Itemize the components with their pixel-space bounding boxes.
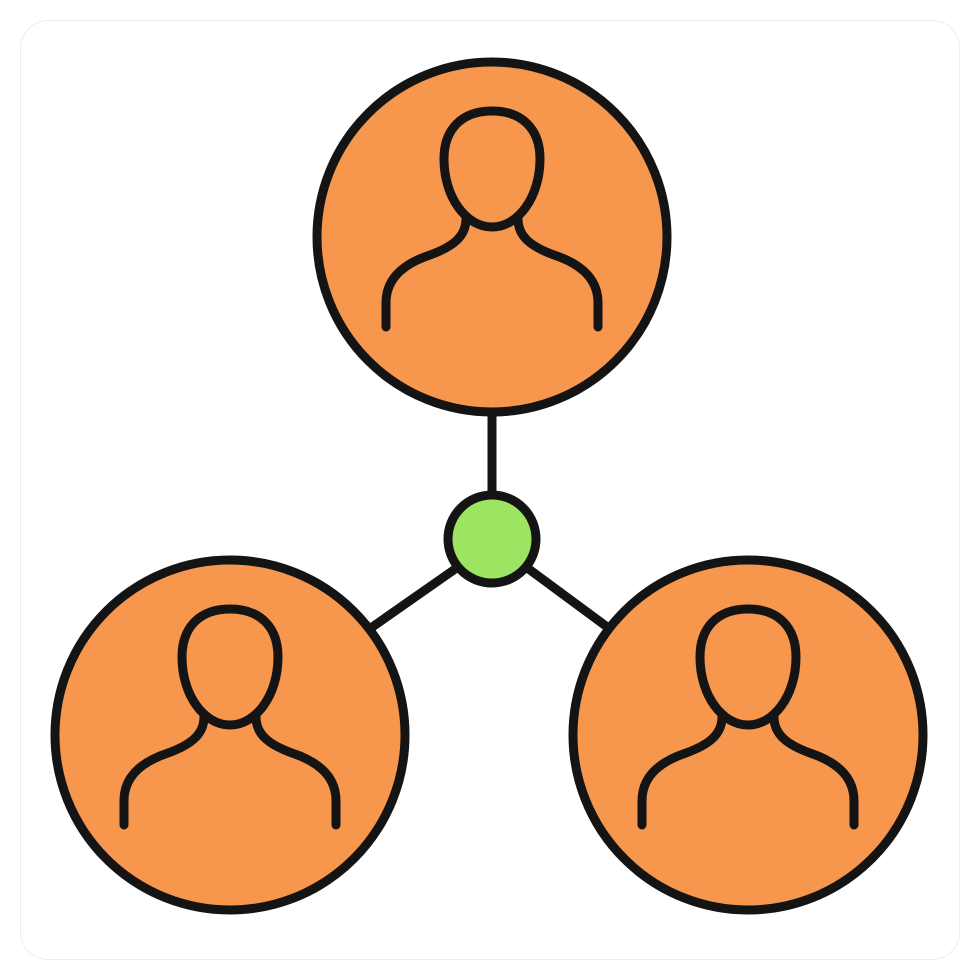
user-icon xyxy=(119,604,341,830)
connector-line-right xyxy=(521,562,619,637)
user-icon xyxy=(381,106,603,332)
user-node-bottom-left xyxy=(50,555,410,915)
user-node-bottom-right xyxy=(568,555,928,915)
connector-line-left xyxy=(363,562,463,635)
user-icon xyxy=(637,604,859,830)
user-node-top xyxy=(312,57,672,417)
connection-hub xyxy=(443,490,541,588)
